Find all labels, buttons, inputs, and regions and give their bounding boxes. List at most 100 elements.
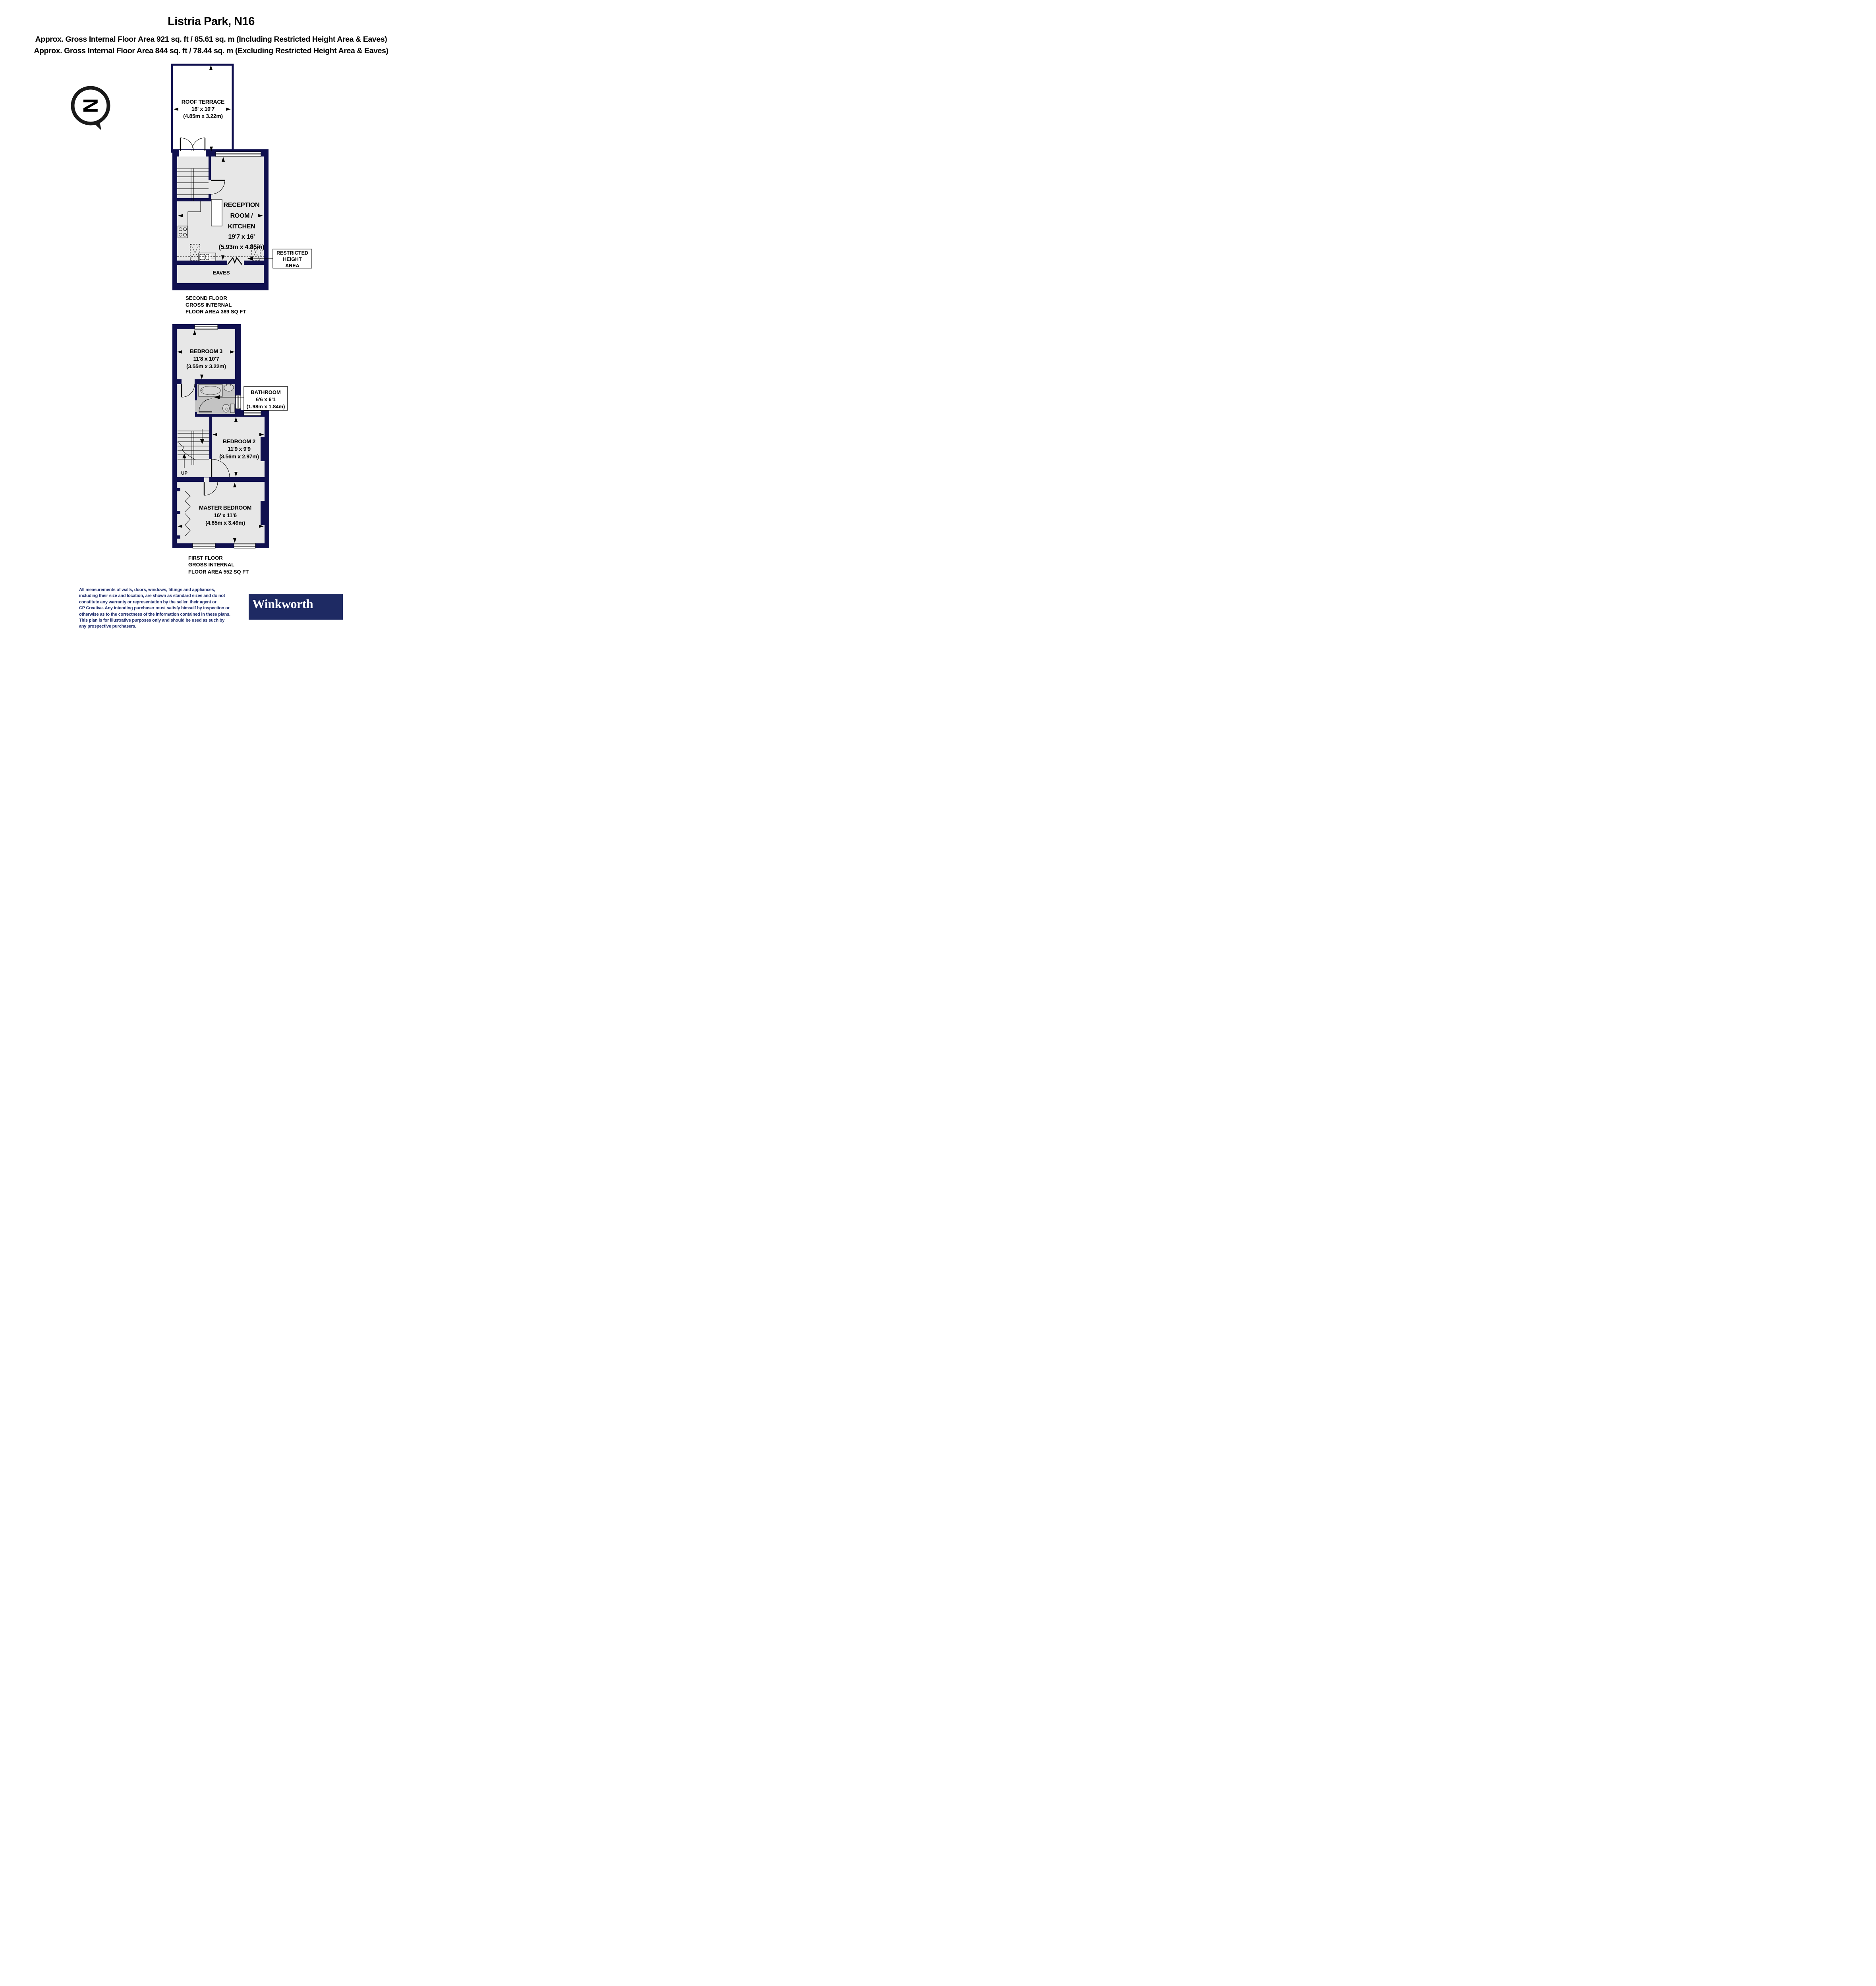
callout-line1: BATHROOM xyxy=(251,389,281,395)
hob-icon xyxy=(178,226,188,238)
eaves-hatch-icon xyxy=(227,257,242,265)
room-bedroom2: BEDROOM 2 11'9 x 9'9 (3.56m x 2.97m) xyxy=(213,417,264,477)
dim-arrow-right xyxy=(230,350,235,354)
stair-break-line xyxy=(177,442,196,460)
stairs-second-floor xyxy=(177,168,209,201)
svg-text:GROSS INTERNAL: GROSS INTERNAL xyxy=(188,562,234,568)
floorplan-drawing: N ROOF TERRACE 16' x 10'7 (4.85m x 3.22m… xyxy=(71,64,312,575)
room-dim-ft: 11'8 x 10'7 xyxy=(193,355,219,362)
kitchen-counter xyxy=(187,201,201,226)
dim-arrow-up xyxy=(222,157,225,162)
callout-line3: (1.98m x 1.84m) xyxy=(247,404,285,410)
room-dim-m: (5.93m x 4.85m) xyxy=(219,244,265,251)
door-reception xyxy=(211,180,225,195)
dim-arrow-right xyxy=(259,433,264,436)
room-name: MASTER BEDROOM xyxy=(199,504,251,511)
dim-arrow-left xyxy=(177,350,182,354)
bathroom-callout: BATHROOM 6'6 x 6'1 (1.98m x 1.84m) xyxy=(214,386,288,411)
chimney-breast-master xyxy=(261,501,265,525)
master-window-left xyxy=(192,543,216,549)
dim-arrow-right xyxy=(226,108,231,111)
second-floor-plan: ROOF TERRACE 16' x 10'7 (4.85m x 3.22m) xyxy=(171,64,312,315)
dim-arrow-up xyxy=(193,330,196,335)
room-dim-ft: 16' x 10'7 xyxy=(191,106,215,112)
restricted-height-callout: RESTRICTED HEIGHT AREA xyxy=(247,249,312,269)
dim-arrow-down xyxy=(233,538,236,543)
room-name: BEDROOM 3 xyxy=(190,348,223,354)
stairs-up-label: UP xyxy=(181,471,187,476)
callout-line2: 6'6 x 6'1 xyxy=(256,396,276,402)
brand-name: Winkworth xyxy=(252,597,313,611)
disclaimer-line: any prospective purchasers. xyxy=(79,624,136,629)
room-reception-kitchen: RECEPTION ROOM / KITCHEN 19'7 x 16' (5.9… xyxy=(178,157,265,251)
room-name-line1: RECEPTION xyxy=(224,202,260,209)
dim-arrow-left xyxy=(178,525,182,528)
landing-floor xyxy=(177,384,195,417)
room-roof-terrace: ROOF TERRACE 16' x 10'7 (4.85m x 3.22m) xyxy=(171,64,234,153)
room-dim-m: (3.55m x 3.22m) xyxy=(186,363,226,369)
basin-icon xyxy=(224,384,234,392)
compass-north-letter: N xyxy=(79,98,102,113)
svg-text:FLOOR AREA 369 SQ FT: FLOOR AREA 369 SQ FT xyxy=(185,309,246,315)
dim-arrow-down xyxy=(221,255,224,260)
dim-arrow-right xyxy=(259,525,264,528)
room-dim-m: (4.85m x 3.49m) xyxy=(205,520,245,526)
eaves-label: EAVES xyxy=(213,270,230,276)
kitchen-fittings xyxy=(177,199,264,261)
room-name: ROOF TERRACE xyxy=(182,99,224,105)
room-dim-ft: 19'7 x 16' xyxy=(228,234,255,240)
dim-arrow-down xyxy=(234,472,238,477)
north-compass-icon: N xyxy=(71,86,110,130)
sink-icon xyxy=(198,253,216,261)
toilet-icon xyxy=(222,404,235,413)
room-name: BEDROOM 2 xyxy=(223,438,256,444)
dim-arrow-down xyxy=(210,147,213,151)
bedroom3-floor xyxy=(177,329,235,379)
bathtub-icon xyxy=(198,384,223,397)
svg-text:SECOND FLOOR: SECOND FLOOR xyxy=(185,295,227,301)
dim-arrow-right xyxy=(258,214,263,217)
reception-window xyxy=(215,151,261,157)
floor-area-including: Approx. Gross Internal Floor Area 921 sq… xyxy=(35,35,387,44)
door-bathroom xyxy=(199,398,213,413)
door-bedroom2 xyxy=(211,459,230,477)
disclaimer-line: CP Creative. Any intending purchaser mus… xyxy=(79,606,230,611)
room-dim-m: (3.56m x 2.97m) xyxy=(219,453,259,460)
stairs-down-arrow xyxy=(200,439,204,444)
callout-arrow-left xyxy=(214,395,220,399)
disclaimer-line: otherwise as to the correctness of the i… xyxy=(79,612,230,617)
svg-text:GROSS INTERNAL: GROSS INTERNAL xyxy=(185,302,232,308)
disclaimer-line: including their size and location, are s… xyxy=(79,593,225,599)
disclaimer-line: constitute any warranty or representatio… xyxy=(79,599,216,605)
master-window-right xyxy=(234,543,256,549)
bedroom3-window xyxy=(194,325,218,330)
terrace-french-doors xyxy=(179,137,213,156)
door-bedroom3 xyxy=(181,384,195,398)
disclaimer-line: This plan is for illustrative purposes o… xyxy=(79,618,225,623)
dim-arrow-left xyxy=(174,108,178,111)
callout-line3: AREA xyxy=(285,263,299,269)
room-dim-ft: 11'9 x 9'9 xyxy=(228,446,251,452)
room-name-line2: ROOM / xyxy=(230,213,253,219)
callout-line2: HEIGHT xyxy=(283,257,302,262)
floorplan-page: Listria Park, N16 Approx. Gross Internal… xyxy=(0,0,422,633)
stairs-up-arrow xyxy=(182,454,186,458)
first-floor-plan: BEDROOM 3 11'8 x 10'7 (3.55m x 3.22m) BA… xyxy=(172,324,288,575)
bathroom-window xyxy=(235,395,241,409)
room-master-bedroom: MASTER BEDROOM 16' x 11'6 (4.85m x 3.49m… xyxy=(178,483,264,543)
closet-bifold-doors xyxy=(177,488,191,539)
svg-text:FLOOR AREA 552 SQ FT: FLOOR AREA 552 SQ FT xyxy=(188,569,249,575)
room-dim-ft: 16' x 11'6 xyxy=(214,512,237,518)
dim-arrow-up xyxy=(234,417,238,422)
callout-arrow-left xyxy=(247,257,253,261)
dim-arrow-left xyxy=(213,433,217,436)
first-floor-label: FIRST FLOOR GROSS INTERNAL FLOOR AREA 55… xyxy=(188,555,249,575)
winkworth-logo: Winkworth xyxy=(249,594,343,620)
dim-arrow-left xyxy=(178,214,183,217)
bedroom2-window xyxy=(243,410,261,416)
room-bedroom3: BEDROOM 3 11'8 x 10'7 (3.55m x 3.22m) xyxy=(177,330,235,379)
disclaimer-line: All measurements of walls, doors, window… xyxy=(79,587,215,592)
dim-arrow-down xyxy=(200,375,203,379)
dim-arrow-up xyxy=(233,483,236,487)
floor-area-excluding: Approx. Gross Internal Floor Area 844 sq… xyxy=(34,46,388,55)
